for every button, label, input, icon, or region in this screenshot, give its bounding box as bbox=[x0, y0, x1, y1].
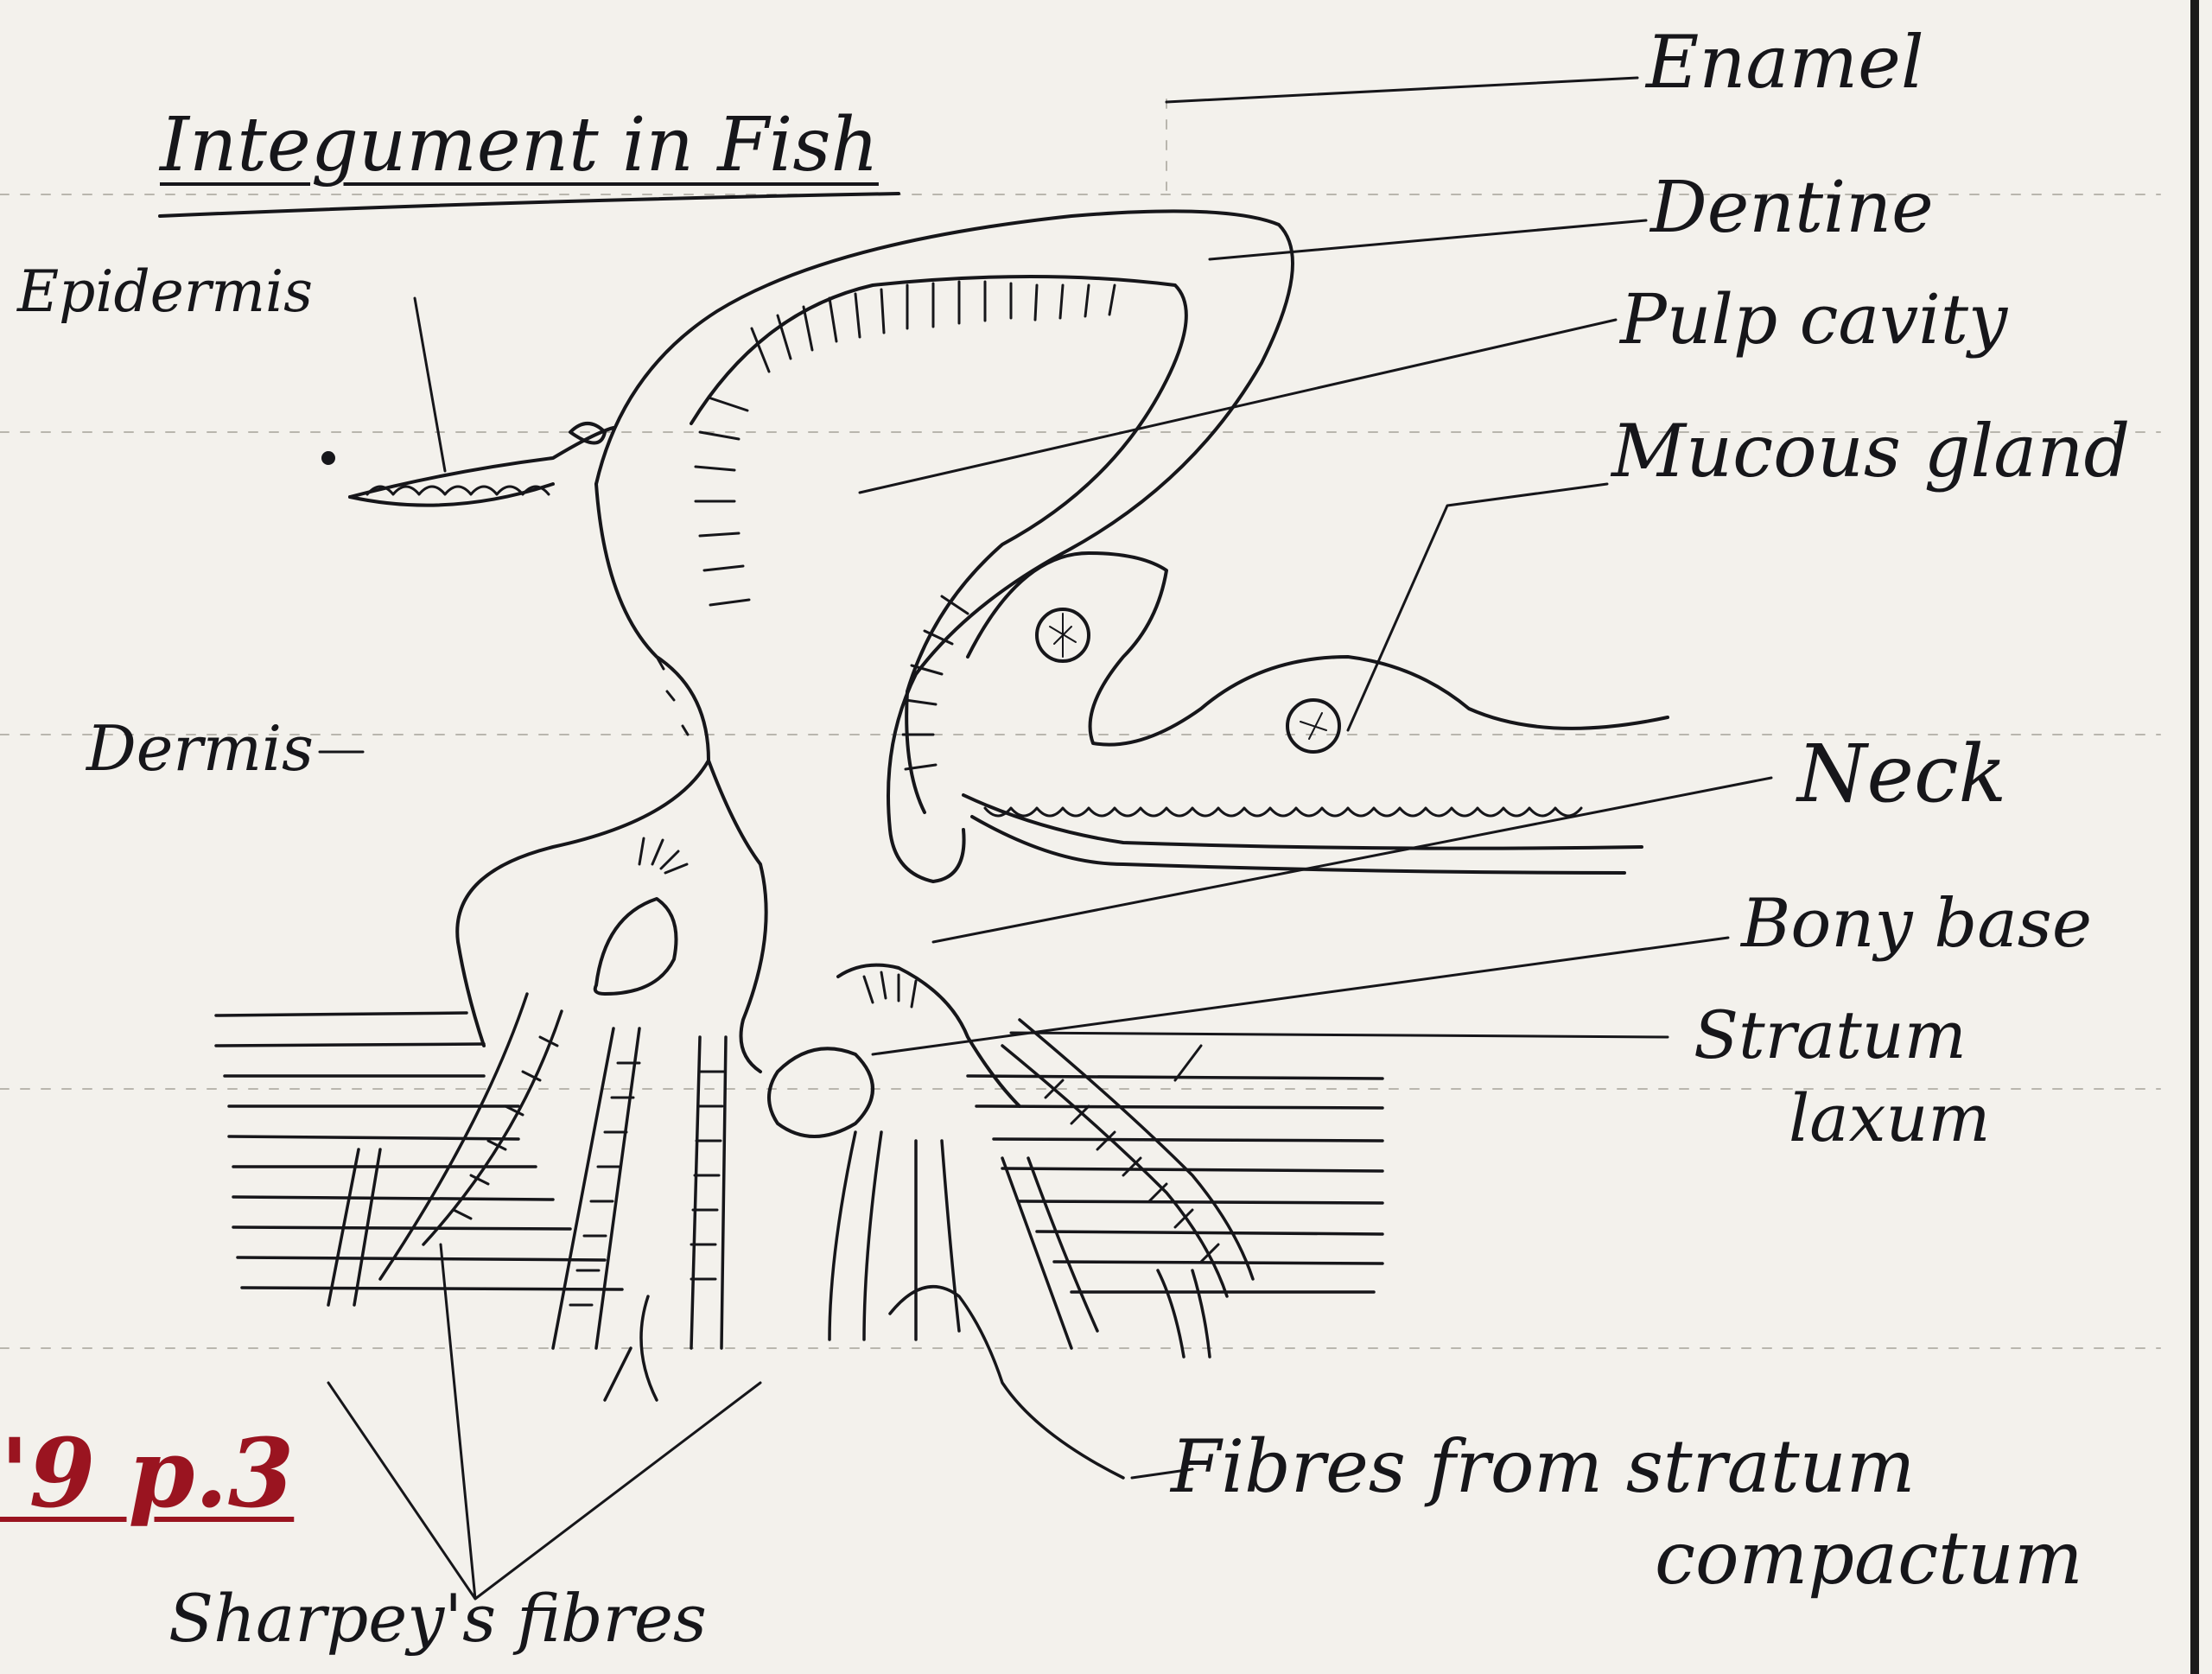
leader-sharpeys bbox=[328, 1244, 760, 1599]
figure-number-mark: '9 p.3 bbox=[0, 1417, 294, 1529]
epidermis-layer bbox=[323, 423, 613, 506]
leader-stratum-laxum-arrow bbox=[1175, 1046, 1201, 1080]
label-stratum-laxum-line1: Stratum bbox=[1694, 1002, 1967, 1068]
label-sharpeys-fibres: Sharpey's fibres bbox=[168, 1586, 707, 1652]
leader-stratum-laxum bbox=[1011, 1033, 1668, 1037]
label-mucous-gland: Mucous gland bbox=[1611, 415, 2130, 487]
label-bony-base: Bony base bbox=[1741, 890, 2092, 958]
leader-neck bbox=[933, 778, 1771, 942]
label-dentine: Dentine bbox=[1650, 173, 1934, 244]
label-stratum-laxum-line2: laxum bbox=[1789, 1085, 1991, 1151]
placoid-scale bbox=[457, 211, 1293, 1072]
label-pulp-cavity: Pulp cavity bbox=[1620, 285, 2007, 354]
mucous-gland bbox=[968, 553, 1668, 752]
label-compactum-line2: compactum bbox=[1655, 1522, 2083, 1594]
leader-enamel bbox=[1166, 78, 1637, 102]
leader-mucous-gland bbox=[1348, 484, 1607, 730]
label-enamel: Enamel bbox=[1646, 26, 1924, 99]
label-fibres-from-stratum-compactum: Fibres from stratum compactum bbox=[1171, 1430, 2083, 1594]
label-compactum-line1: Fibres from stratum bbox=[1171, 1430, 1915, 1503]
leader-dentine bbox=[1210, 220, 1646, 259]
label-neck: Neck bbox=[1797, 735, 2006, 814]
label-stratum-laxum: Stratum laxum bbox=[1694, 1002, 1991, 1151]
diagram-title: Integument in Fish bbox=[160, 102, 879, 188]
title-double-underline bbox=[160, 194, 899, 216]
leader-lines bbox=[320, 78, 1771, 1599]
leader-epidermis bbox=[415, 298, 445, 471]
epidermis-lower-strip bbox=[963, 795, 1642, 873]
label-dermis: Dermis bbox=[86, 717, 314, 780]
label-epidermis: Epidermis bbox=[17, 264, 313, 321]
leader-pulp-cavity bbox=[860, 320, 1616, 493]
